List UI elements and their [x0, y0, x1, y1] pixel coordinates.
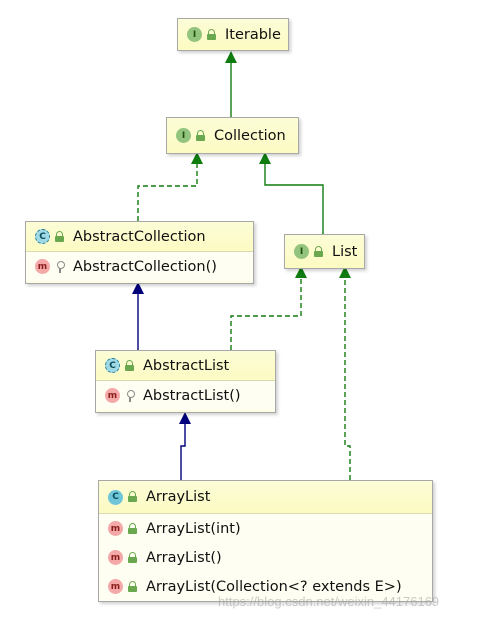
method-icon: m: [105, 388, 120, 403]
abstract-class-icon: C: [105, 358, 120, 373]
node-iterable-label: Iterable: [225, 26, 281, 43]
edge-abstractcollection-implements-collection: [137, 152, 203, 221]
node-abstract-collection[interactable]: C AbstractCollection m AbstractCollectio…: [25, 221, 254, 284]
member-row: m ArrayList(int): [99, 514, 432, 543]
public-visibility-icon: [128, 522, 139, 535]
public-visibility-icon: [55, 230, 66, 243]
protected-visibility-icon: [55, 260, 66, 273]
member-label: AbstractCollection(): [73, 258, 217, 275]
node-array-list[interactable]: C ArrayList m ArrayList(int) m ArrayList…: [98, 480, 433, 602]
method-icon: m: [35, 259, 50, 274]
member-row: m ArrayList(): [99, 543, 432, 572]
node-abstract-collection-header: C AbstractCollection: [26, 222, 253, 252]
public-visibility-icon: [128, 580, 139, 593]
protected-visibility-icon: [125, 389, 136, 402]
node-abstract-list[interactable]: C AbstractList m AbstractList(): [95, 350, 276, 413]
node-list-label: List: [332, 243, 358, 260]
interface-icon: I: [294, 244, 309, 259]
member-row: m AbstractCollection(): [26, 252, 253, 281]
node-array-list-label: ArrayList: [146, 489, 211, 505]
public-visibility-icon: [196, 129, 207, 142]
method-icon: m: [108, 550, 123, 565]
method-icon: m: [108, 521, 123, 536]
public-visibility-icon: [128, 551, 139, 564]
node-array-list-header: C ArrayList: [99, 481, 432, 514]
public-visibility-icon: [128, 491, 139, 503]
edge-arraylist-extends-abstractlist: [179, 412, 191, 480]
node-abstract-collection-label: AbstractCollection: [73, 228, 206, 245]
class-icon: C: [108, 489, 123, 505]
node-abstract-list-label: AbstractList: [143, 357, 230, 374]
node-collection[interactable]: I Collection: [166, 117, 299, 154]
member-row: m ArrayList(Collection<? extends E>): [99, 572, 432, 601]
node-collection-header: I Collection: [167, 118, 298, 153]
edge-arraylist-implements-list: [339, 266, 351, 480]
node-iterable-header: I Iterable: [178, 19, 288, 50]
member-label: ArrayList(Collection<? extends E>): [146, 578, 402, 595]
member-row: m AbstractList(): [96, 381, 275, 410]
node-collection-label: Collection: [214, 127, 286, 144]
node-abstract-list-header: C AbstractList: [96, 351, 275, 381]
public-visibility-icon: [207, 28, 218, 41]
public-visibility-icon: [314, 245, 325, 258]
member-label: ArrayList(): [146, 549, 222, 566]
member-label: AbstractList(): [143, 387, 241, 404]
interface-icon: I: [176, 128, 191, 143]
node-list-header: I List: [285, 235, 364, 268]
node-iterable[interactable]: I Iterable: [177, 18, 289, 51]
edge-list-extends-collection: [259, 152, 324, 234]
member-label: ArrayList(int): [146, 520, 241, 537]
abstract-class-icon: C: [35, 229, 50, 244]
public-visibility-icon: [125, 359, 136, 372]
method-icon: m: [108, 579, 123, 594]
interface-icon: I: [187, 27, 202, 42]
edge-abstractlist-implements-list: [230, 266, 307, 350]
node-list[interactable]: I List: [284, 234, 365, 269]
watermark-text: https://blog.csdn.net/weixin_44176169: [218, 594, 440, 609]
